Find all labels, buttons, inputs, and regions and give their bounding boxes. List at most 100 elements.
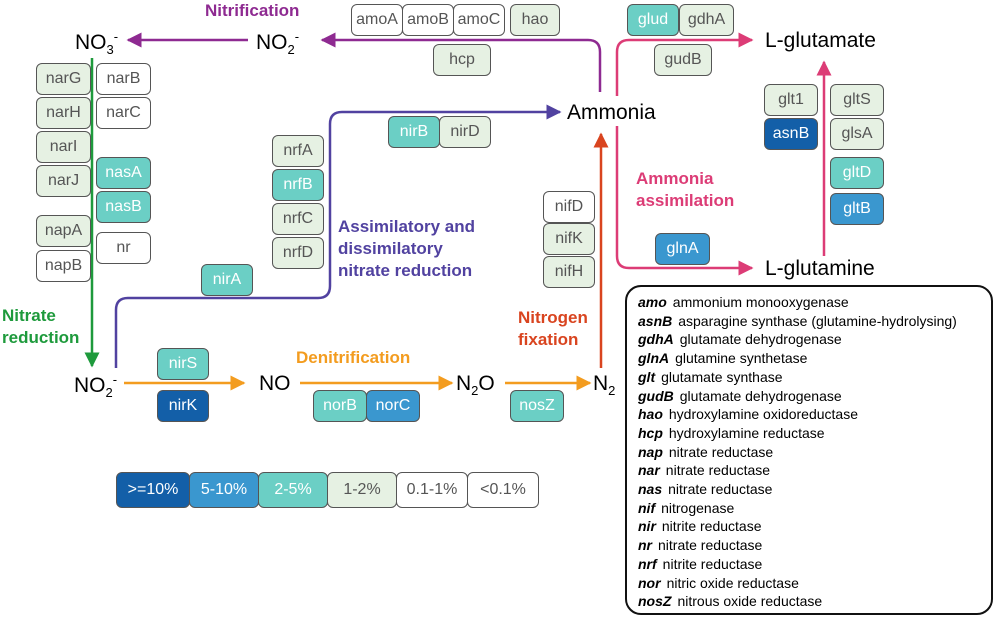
legend-name: nitrogenase: [661, 499, 735, 516]
gene-nrfB: nrfB: [272, 169, 324, 201]
legend-abbr: nif: [638, 499, 656, 516]
node-no: NO: [259, 372, 291, 395]
gene-gltD: gltD: [830, 157, 884, 189]
gene-amoB: amoB: [402, 4, 454, 36]
legend-abbr: glnA: [638, 350, 670, 367]
arrow-ammonia-to-nitrite: [320, 32, 602, 92]
legend-abbr: glt: [638, 368, 656, 385]
gene-napA: napA: [36, 215, 91, 247]
scale-cell-lt0.1: <0.1%: [467, 472, 539, 508]
gene-narH: narH: [36, 97, 91, 129]
gene-gudB: gudB: [654, 44, 712, 76]
legend-row: amo ammonium monooxygenase: [638, 293, 991, 312]
legend-row: nrf nitrite reductase: [638, 555, 991, 574]
gene-amoA: amoA: [351, 4, 403, 36]
legend-abbr: hao: [638, 406, 663, 423]
gene-narG: narG: [36, 63, 91, 95]
legend-abbr: nor: [638, 574, 661, 591]
gene-hcp: hcp: [433, 44, 491, 76]
legend-name: glutamate synthase: [661, 368, 783, 385]
gene-glt1: glt1: [764, 84, 818, 116]
arrow-ammonia-to-glutamine: [615, 126, 754, 276]
pathway-label-nitrification: Nitrification: [205, 1, 300, 20]
legend-row: nas nitrate reductase: [638, 480, 991, 499]
legend-abbr: nar: [638, 462, 660, 479]
gene-nirB: nirB: [388, 116, 440, 148]
legend-abbr: nir: [638, 518, 656, 535]
arrow-ammonia-to-glutamate: [615, 32, 754, 96]
legend-abbr: nr: [638, 537, 652, 554]
gene-gltS: gltS: [830, 84, 884, 116]
legend-abbr: nosZ: [638, 593, 672, 610]
legend-name: glutamate dehydrogenase: [679, 331, 842, 348]
legend-abbr: gudB: [638, 387, 674, 404]
scale-cell-2-5: 2-5%: [258, 472, 328, 508]
legend-row: nosZ nitrous oxide reductase: [638, 592, 991, 611]
legend-abbr: amo: [638, 294, 667, 310]
legend-abbr: nas: [638, 481, 663, 498]
node-nitrite-top: NO2-: [256, 29, 300, 58]
pathway-label-denitrification: Denitrification: [296, 348, 411, 367]
legend-abbr: nrf: [638, 555, 657, 572]
gene-legend: amo ammonium monooxygenase asnB asparagine …: [625, 285, 993, 615]
arrow-nitrite-to-ammonia: [114, 104, 562, 368]
legend-name: nitrous oxide reductase: [677, 593, 823, 610]
gene-asnB: asnB: [764, 118, 818, 150]
node-l-glutamate: L-glutamate: [765, 29, 876, 52]
gene-norB: norB: [313, 390, 367, 422]
abundance-scale: >=10% 5-10% 2-5% 1-2% 0.1-1% <0.1%: [116, 472, 539, 508]
gene-napB: napB: [36, 250, 91, 282]
scale-cell-ge10: >=10%: [116, 472, 190, 508]
legend-name: nitric oxide reductase: [666, 574, 799, 591]
legend-row: nif nitrogenase: [638, 499, 991, 518]
gene-hao: hao: [510, 4, 560, 36]
node-n2o: N2O: [456, 372, 495, 399]
node-l-glutamine: L-glutamine: [765, 257, 875, 280]
gene-nifH: nifH: [543, 256, 595, 288]
gene-narB: narB: [96, 63, 151, 95]
legend-name: nitrate reductase: [668, 481, 773, 498]
legend-name: hydroxylamine oxidoreductase: [668, 406, 858, 423]
legend-name: nitrite reductase: [662, 555, 763, 572]
legend-row: glt glutamate synthase: [638, 368, 991, 387]
gene-narJ: narJ: [36, 165, 91, 197]
gene-nasA: nasA: [96, 157, 151, 189]
gene-nifK: nifK: [543, 223, 595, 255]
gene-nrfD: nrfD: [272, 237, 324, 269]
node-nitrate: NO3-: [75, 29, 119, 58]
gene-nosZ: nosZ: [510, 390, 564, 422]
gene-nifD: nifD: [543, 191, 595, 223]
gene-amoC: amoC: [453, 4, 505, 36]
legend-name: nitrate reductase: [668, 443, 774, 460]
gene-nirD: nirD: [439, 116, 491, 148]
scale-cell-5-10: 5-10%: [189, 472, 259, 508]
gene-gltB: gltB: [830, 193, 884, 225]
gene-nirS: nirS: [157, 348, 209, 380]
node-n2: N2: [593, 372, 616, 399]
gene-nrfA: nrfA: [272, 135, 324, 167]
gene-narC: narC: [96, 97, 151, 129]
node-ammonia: Ammonia: [567, 101, 656, 124]
gene-glud: glud: [627, 4, 679, 36]
scale-cell-0.1-1: 0.1-1%: [396, 472, 468, 508]
legend-name: asparagine synthase (glutamine-hydrolysi…: [678, 312, 957, 329]
legend-row: nor nitric oxide reductase: [638, 574, 991, 593]
gene-nirK: nirK: [157, 390, 209, 422]
scale-cell-1-2: 1-2%: [327, 472, 397, 508]
gene-norC: norC: [366, 390, 420, 422]
legend-name: hydroxylamine reductase: [668, 424, 825, 441]
gene-glsA: glsA: [830, 118, 884, 150]
legend-row: asnB asparagine synthase (glutamine-hydro…: [638, 312, 991, 331]
legend-name: ammonium monooxygenase: [672, 294, 849, 310]
legend-abbr: asnB: [638, 312, 673, 329]
